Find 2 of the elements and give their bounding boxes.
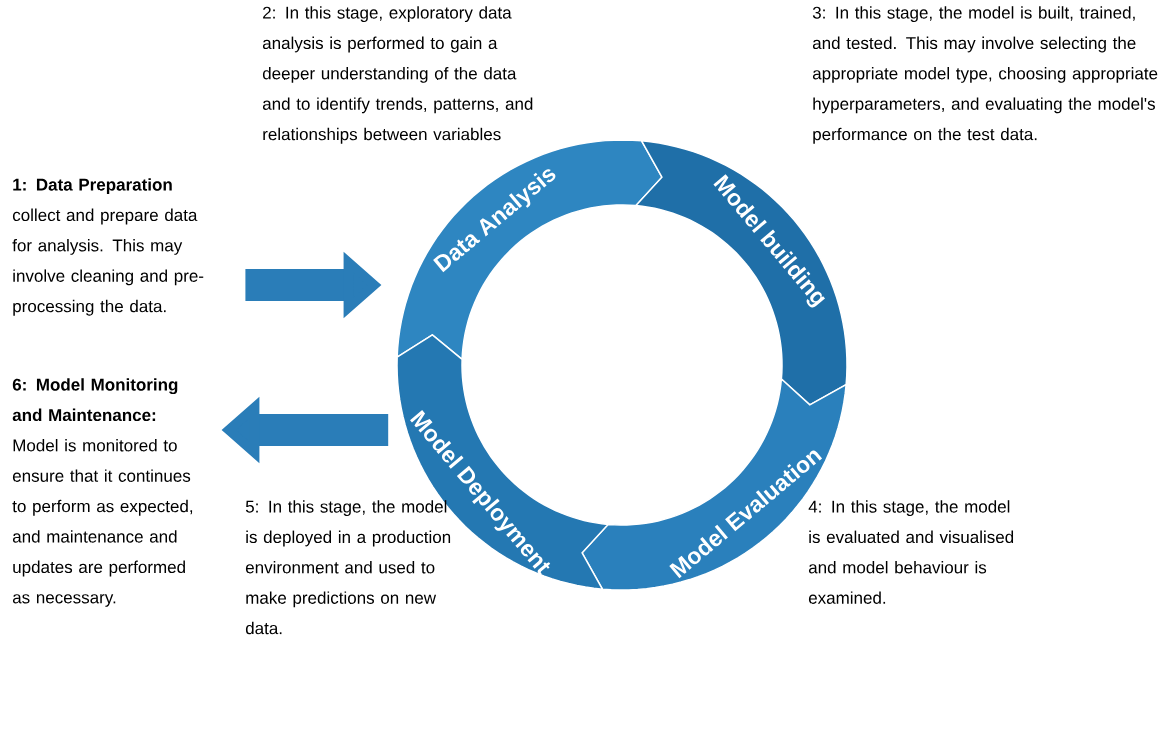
step-text: 6: Model Monitoring and Maintenance: Model is monitored to ensure that it continues to perform as expected, and maintenance and updates are performed as necessary. [12,378,193,607]
step-text: 1: Data Preparation collect and prepare data for analysis. This may involve cleaning and pre-processing the data. [12,178,204,316]
